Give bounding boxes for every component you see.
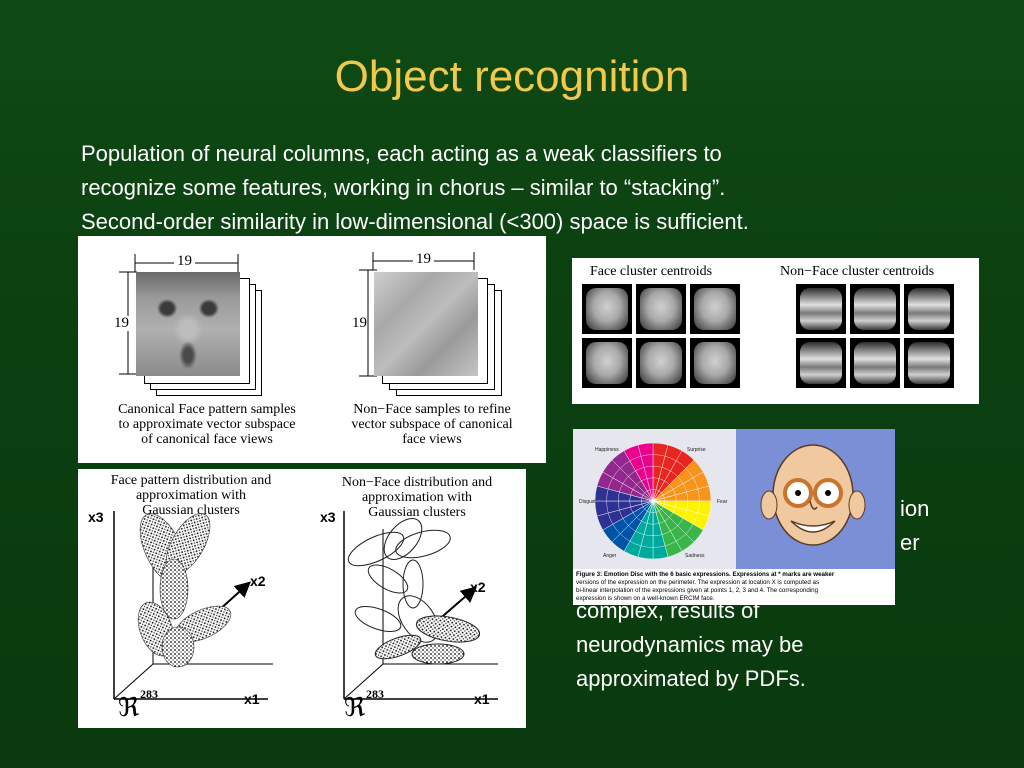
distribution-plots xyxy=(113,511,498,700)
emotion-disc-figure: Happiness Surprise Disgust Fear Anger Sa… xyxy=(573,429,895,605)
nonface-centroid-2 xyxy=(850,284,900,334)
nonface-sample-image xyxy=(374,272,478,376)
face-height-label: 19 xyxy=(114,315,129,331)
nonface-centroid-5 xyxy=(850,338,900,388)
nonface-height-label: 19 xyxy=(352,315,367,331)
nonface-samples-caption: Non−Face samples to refine vector subspa… xyxy=(326,402,538,447)
nonface-dist-title-line-2: approximation with xyxy=(361,490,473,505)
intro-line-3: Second-order similarity in low-dimension… xyxy=(81,209,749,234)
nonface-caption-line-3: face views xyxy=(402,432,462,447)
wheel-label-anger: Anger xyxy=(603,553,617,559)
intro-line-1: Population of neural columns, each actin… xyxy=(81,141,722,166)
face-sample-image xyxy=(136,272,240,376)
face-centroid-5 xyxy=(636,338,686,388)
face-x2-label: x2 xyxy=(250,573,266,589)
face-space-label: ℜ xyxy=(118,693,140,723)
cluster-centroids-figure: Face cluster centroids Non−Face cluster … xyxy=(572,258,979,404)
side-line-2: er xyxy=(900,530,920,555)
nonface-centroid-3 xyxy=(904,284,954,334)
emotion-caption-line-1: Figure 3: Emotion Disc with the 6 basic … xyxy=(576,571,835,578)
face-caption-line-3: of canonical face views xyxy=(141,432,273,447)
face-centroid-2 xyxy=(636,284,686,334)
slide-title: Object recognition xyxy=(334,52,690,101)
emotion-figure-caption: Figure 3: Emotion Disc with the 6 basic … xyxy=(576,571,892,603)
side-line-1: ion xyxy=(900,496,930,521)
side-line-6: approximated by PDFs. xyxy=(576,666,806,691)
face-space-exponent: 283 xyxy=(140,687,158,701)
nonface-distribution-title: Non−Face distribution and approximation … xyxy=(314,475,520,520)
face-centroid-6 xyxy=(690,338,740,388)
nonface-axes xyxy=(343,511,498,700)
face-caption-line-1: Canonical Face pattern samples xyxy=(118,402,296,417)
intro-line-2: recognize some features, working in chor… xyxy=(81,175,726,200)
wheel-label-happiness: Happiness xyxy=(595,447,619,453)
emotion-wheel xyxy=(594,442,712,560)
face-dist-title-line-1: Face pattern distribution and xyxy=(110,473,272,488)
wheel-segment xyxy=(649,489,654,502)
wheel-label-surprise: Surprise xyxy=(687,447,706,453)
ercim-face xyxy=(760,444,866,546)
face-clusters xyxy=(137,513,232,668)
nonface-dist-title-line-1: Non−Face distribution and xyxy=(341,475,493,490)
face-centroids-label: Face cluster centroids xyxy=(590,264,713,279)
wheel-label-sadness: Sadness xyxy=(685,553,705,559)
face-x3-label: x3 xyxy=(88,509,104,525)
nonface-centroid-1 xyxy=(796,284,846,334)
nonface-centroids-label: Non−Face cluster centroids xyxy=(780,264,935,279)
face-dist-title-line-3: Gaussian clusters xyxy=(142,503,240,518)
intro-paragraph: Population of neural columns, each actin… xyxy=(81,137,981,239)
nonface-x1-label: x1 xyxy=(474,691,490,707)
nonface-centroid-4 xyxy=(796,338,846,388)
nonface-space-exponent: 283 xyxy=(366,687,384,701)
nonface-space-label: ℜ xyxy=(344,693,366,723)
side-line-5: neurodynamics may be xyxy=(576,632,804,657)
face-dist-title-line-2: approximation with xyxy=(135,488,247,503)
wheel-label-fear: Fear xyxy=(717,499,728,505)
face-distribution-title: Face pattern distribution and approximat… xyxy=(86,473,296,518)
face-centroid-3 xyxy=(690,284,740,334)
face-x1-label: x1 xyxy=(244,691,260,707)
wheel-label-disgust: Disgust xyxy=(579,499,596,505)
emotion-disc-graphic xyxy=(573,429,895,605)
nonface-x2-label: x2 xyxy=(470,579,486,595)
emotion-caption-line-2: versions of the expression on the perime… xyxy=(576,579,820,586)
nonface-caption-line-2: vector subspace of canonical xyxy=(351,417,513,432)
emotion-caption-line-4: expression is shown on a well-known ERCI… xyxy=(576,595,715,602)
face-centroid-1 xyxy=(582,284,632,334)
face-samples-caption: Canonical Face pattern samples to approx… xyxy=(84,402,330,447)
face-samples-figure: 19 19 19 19 Canonical Face pattern sampl… xyxy=(78,236,546,463)
nonface-centroid-6 xyxy=(904,338,954,388)
face-caption-line-2: to approximate vector subspace xyxy=(118,417,296,432)
nonface-caption-line-1: Non−Face samples to refine xyxy=(353,402,511,417)
nonface-dist-title-line-3: Gaussian clusters xyxy=(368,505,466,520)
face-centroid-4 xyxy=(582,338,632,388)
nonface-x3-label: x3 xyxy=(320,509,336,525)
face-width-label: 19 xyxy=(174,254,195,269)
gaussian-distribution-figure: Face pattern distribution and approximat… xyxy=(78,469,526,728)
nonface-width-label: 19 xyxy=(413,252,434,267)
nonface-clusters xyxy=(347,518,481,665)
emotion-caption-line-3: bi-linear interpolation of the expressio… xyxy=(576,587,819,594)
